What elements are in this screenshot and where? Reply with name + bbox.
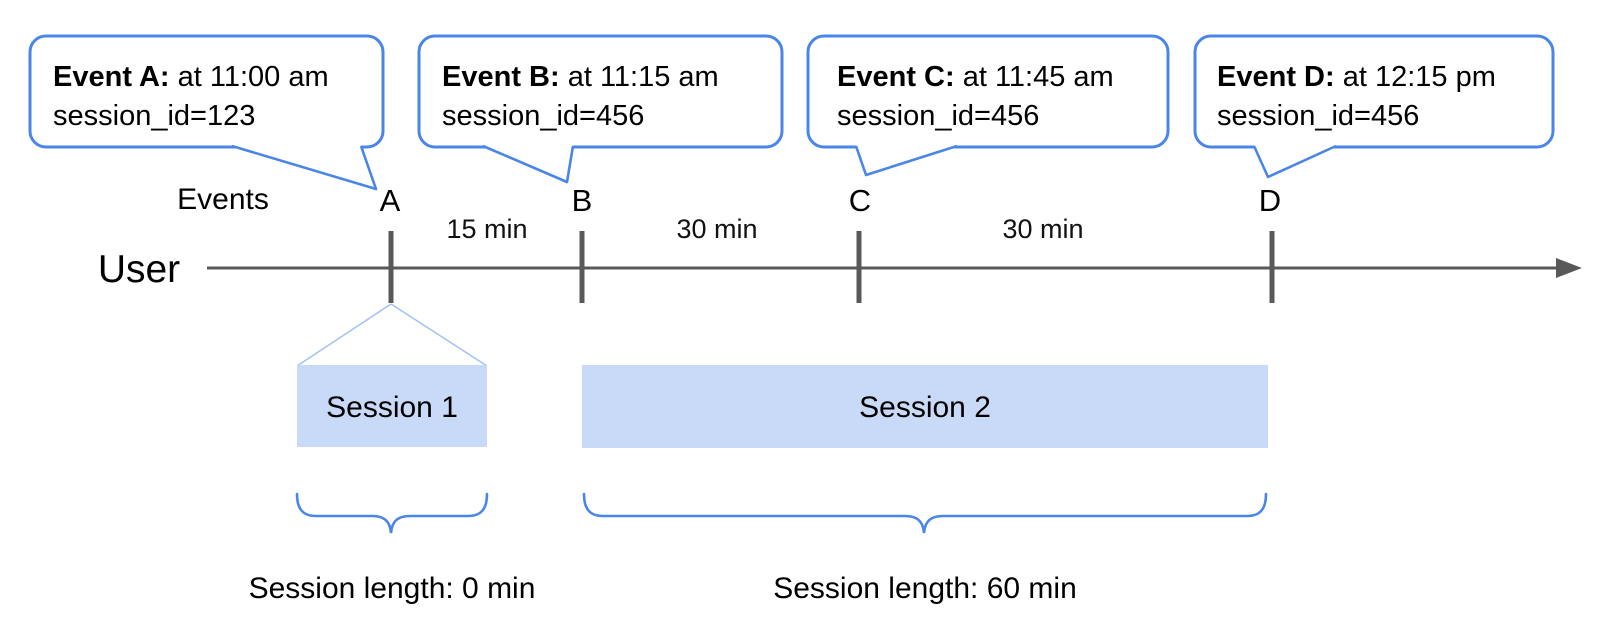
callout-a-session-id: session_id=123 — [53, 100, 256, 132]
callout-tail-d-fill — [1254, 145, 1336, 177]
callout-b-event: Event B: — [442, 61, 560, 93]
callout-tail-c-fill — [856, 145, 957, 175]
session-1-label: Session 1 — [326, 391, 458, 424]
event-marker-c: C — [848, 183, 872, 218]
callout-text-a: Event A: at 11:00 am session_id=123 — [53, 58, 329, 136]
callout-c-session-id: session_id=456 — [837, 100, 1040, 132]
session1-funnel-left-line — [296, 303, 392, 367]
session-1-box — [297, 365, 487, 447]
callout-tail-a — [231, 144, 378, 191]
event-marker-a: A — [379, 183, 401, 218]
session-2-brace — [582, 492, 1268, 534]
callout-tail-b — [482, 144, 575, 184]
event-marker-b: B — [571, 183, 593, 218]
callout-bubble-a — [28, 34, 385, 149]
callout-bubble-c — [806, 34, 1170, 149]
callout-d-event: Event D: — [1217, 61, 1335, 93]
callout-c-event: Event C: — [837, 61, 955, 93]
session1-funnel-right-line — [390, 303, 488, 367]
callout-d-session-id: session_id=456 — [1217, 100, 1420, 132]
callout-bubble-b — [417, 34, 784, 149]
callout-text-b: Event B: at 11:15 am session_id=456 — [442, 58, 719, 136]
callout-a-event: Event A: — [53, 61, 170, 93]
callout-tail-c — [854, 144, 958, 177]
callout-tail-d — [1252, 144, 1337, 179]
callout-d-line1: Event D: at 12:15 pm — [1217, 58, 1496, 97]
callout-b-line1: Event B: at 11:15 am — [442, 58, 719, 97]
callout-a-line1: Event A: at 11:00 am — [53, 58, 329, 97]
event-marker-d: D — [1258, 183, 1282, 218]
callout-c-time: at 11:45 am — [954, 61, 1114, 93]
interval-label-a-b: 15 min — [446, 214, 528, 244]
events-label: Events — [177, 183, 269, 216]
callout-b-session-id: session_id=456 — [442, 100, 645, 132]
timeline-arrowhead-icon — [1556, 258, 1582, 278]
callout-text-d: Event D: at 12:15 pm session_id=456 — [1217, 58, 1496, 136]
callout-text-c: Event C: at 11:45 am session_id=456 — [837, 58, 1114, 136]
callout-d-time: at 12:15 pm — [1334, 61, 1496, 93]
callout-a-time: at 11:00 am — [169, 61, 329, 93]
session-2-box — [582, 365, 1268, 448]
session-1-length-label: Session length: 0 min — [248, 572, 536, 605]
callout-bubble-d — [1193, 34, 1555, 149]
user-label: User — [97, 248, 181, 291]
session-1-brace — [295, 492, 489, 534]
callout-c-line1: Event C: at 11:45 am — [837, 58, 1114, 97]
session-2-label: Session 2 — [859, 391, 991, 424]
interval-label-c-d: 30 min — [1002, 214, 1084, 244]
callout-b-time: at 11:15 am — [559, 61, 719, 93]
session-2-length-label: Session length: 60 min — [773, 572, 1077, 605]
interval-label-b-c: 30 min — [676, 214, 758, 244]
